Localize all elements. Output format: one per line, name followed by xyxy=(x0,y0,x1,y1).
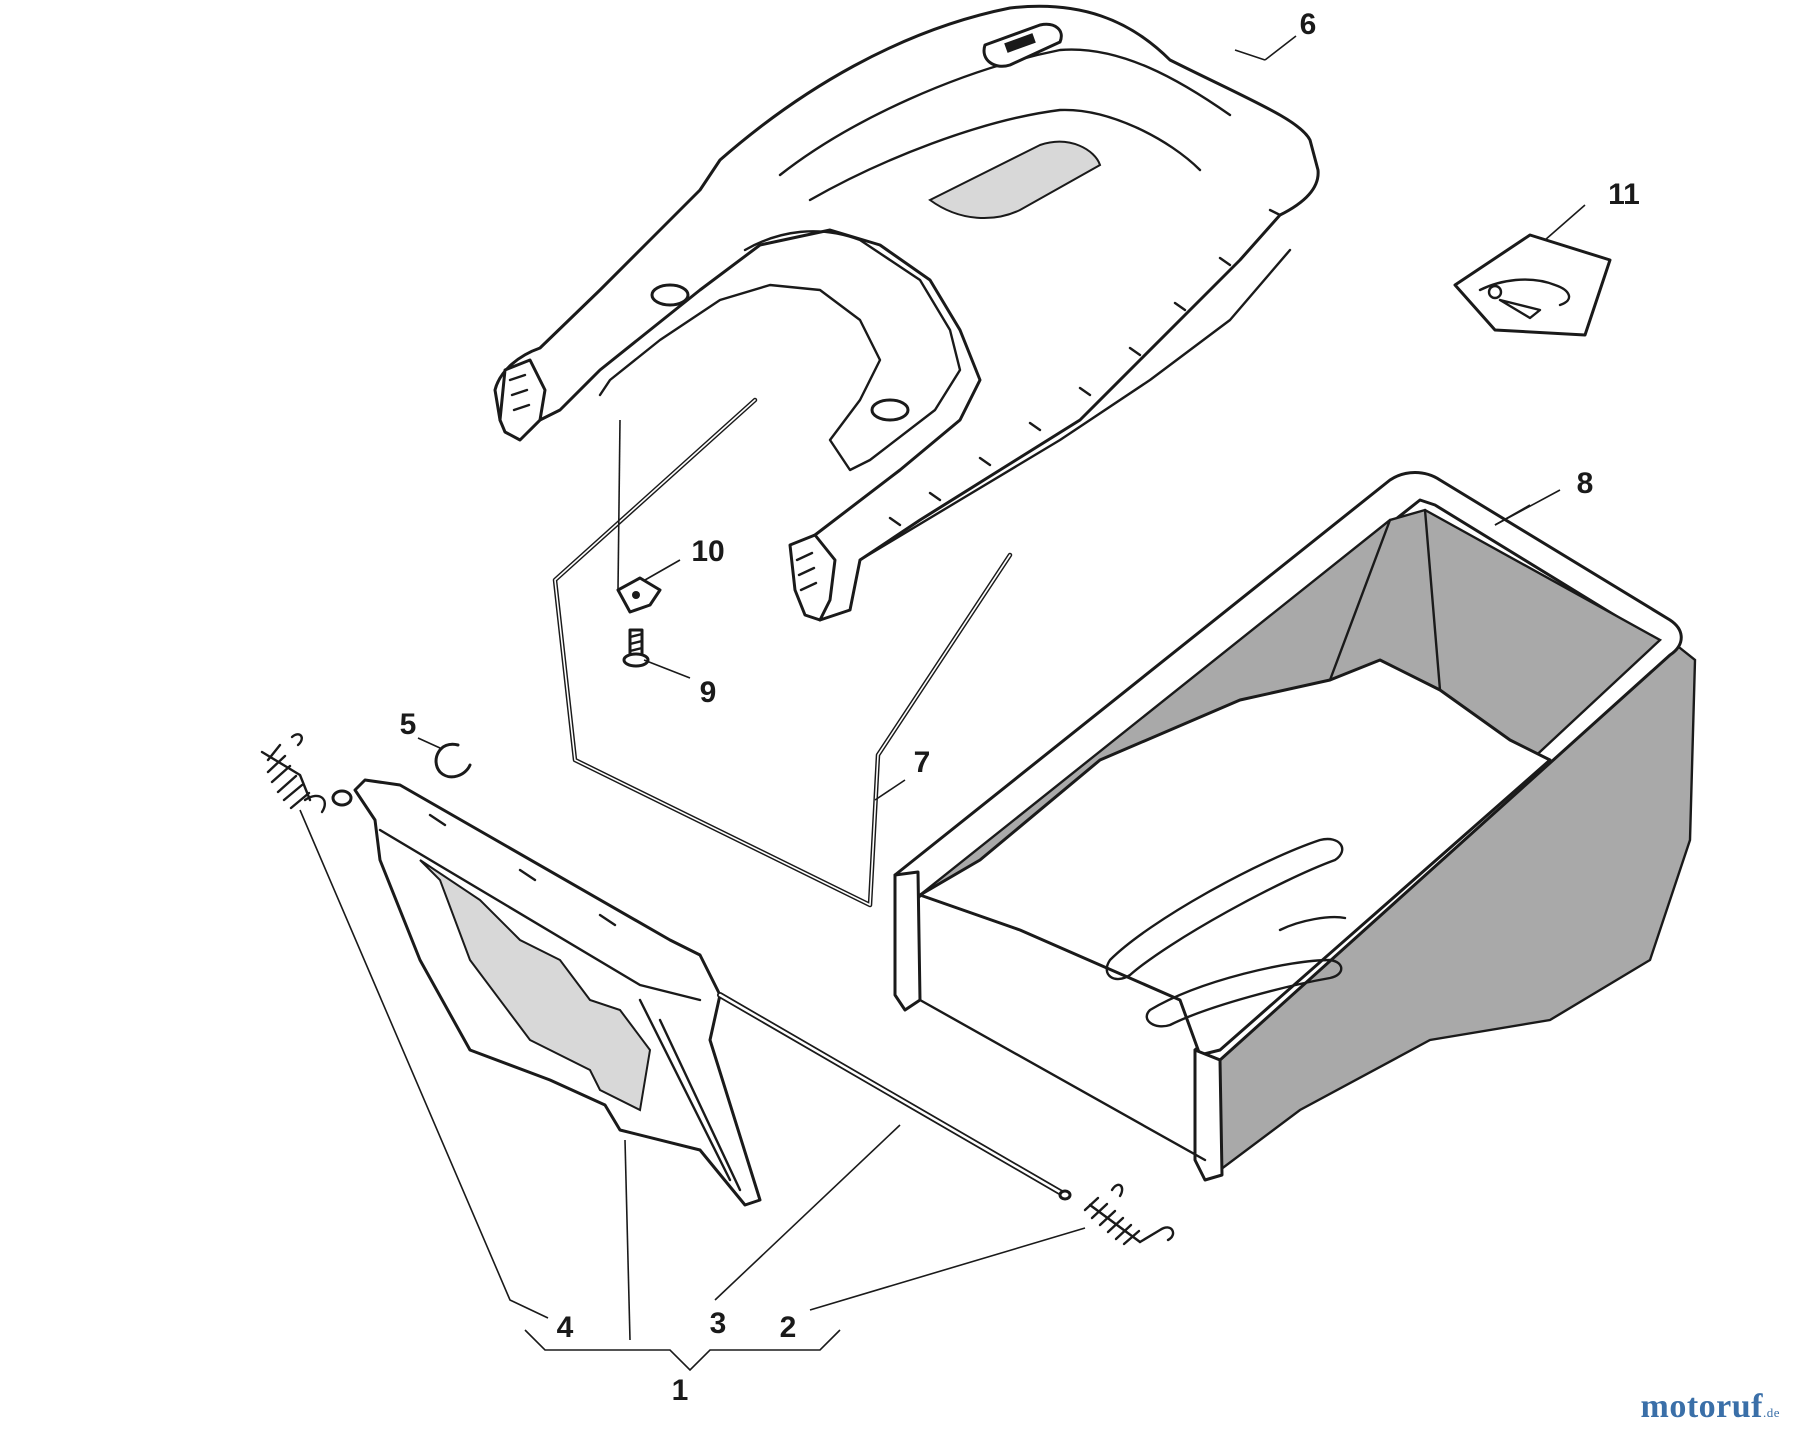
callout-6: 6 xyxy=(1300,8,1317,41)
part-5-circlip xyxy=(434,742,472,779)
callout-numbers: 1 2 3 4 5 6 7 8 9 10 11 xyxy=(400,8,1640,1407)
callout-8: 8 xyxy=(1577,467,1594,500)
part-9-screw xyxy=(622,628,650,668)
leader-lines xyxy=(299,35,1586,1372)
callout-4: 4 xyxy=(557,1311,574,1344)
part-3-rod xyxy=(717,992,1072,1201)
part-7-wire-frame xyxy=(552,397,1013,908)
part-8-grass-bag xyxy=(893,471,1697,1182)
callout-1: 1 xyxy=(672,1374,689,1407)
callout-10: 10 xyxy=(691,535,724,568)
watermark-logo: motoruf.de xyxy=(1641,1388,1781,1426)
part-2-spring-right xyxy=(1083,1183,1175,1246)
part-1-flap xyxy=(331,778,762,1207)
callout-2: 2 xyxy=(780,1311,797,1344)
callout-9: 9 xyxy=(700,676,717,709)
part-11-hardware-bag xyxy=(1453,233,1612,337)
callout-11: 11 xyxy=(1608,178,1640,211)
watermark-tld: .de xyxy=(1762,1405,1780,1420)
watermark-main: motoruf xyxy=(1640,1388,1763,1425)
part-6-top-cover xyxy=(493,4,1320,622)
callout-5: 5 xyxy=(400,708,417,741)
callout-3: 3 xyxy=(710,1307,727,1340)
callout-7: 7 xyxy=(914,746,931,779)
part-10-clip xyxy=(616,576,662,614)
part-4-spring-left xyxy=(260,733,327,814)
